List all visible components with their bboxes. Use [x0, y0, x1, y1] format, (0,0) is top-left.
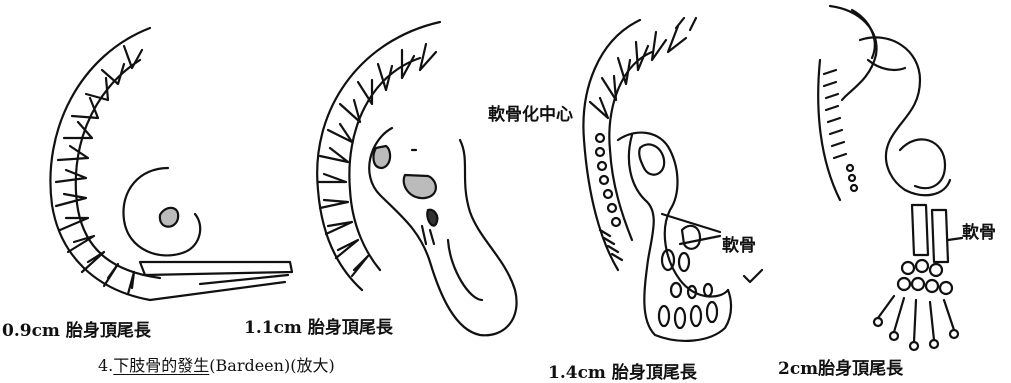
stage-label-1-4cm: 1.4cm 胎身頂尾長	[548, 363, 697, 383]
stage-label-0-9cm: 0.9cm 胎身頂尾長	[2, 321, 151, 341]
ossification-dots	[657, 248, 719, 330]
embryo-1-1cm-drawing	[316, 20, 518, 337]
ossification-center-label: 軟骨化中心	[488, 105, 573, 125]
somite-row	[822, 68, 859, 193]
somite-row	[588, 24, 688, 228]
stage-label-2cm: 2cm胎身頂尾長	[778, 359, 904, 379]
figure-source: (Bardeen)	[209, 356, 291, 375]
figure-note: (放大)	[290, 356, 335, 375]
embryo-0-9cm-drawing	[49, 26, 294, 302]
figure-caption: 4.下肢骨的發生(Bardeen)(放大)	[98, 352, 335, 376]
foot-bones	[872, 258, 960, 352]
cartilage-label-2cm: 軟骨	[962, 223, 996, 243]
somite-row	[316, 42, 438, 278]
stage-label-1-1cm: 1.1cm 胎身頂尾長	[244, 318, 393, 338]
figure-title: 下肢骨的發生	[113, 356, 210, 375]
somite-row	[54, 44, 144, 296]
embryo-2cm-drawing	[817, 4, 964, 352]
embryo-1-4cm-drawing	[582, 16, 764, 342]
figure-number: 4.	[98, 356, 114, 375]
cartilage-label-1-4cm: 軟骨	[722, 236, 756, 256]
